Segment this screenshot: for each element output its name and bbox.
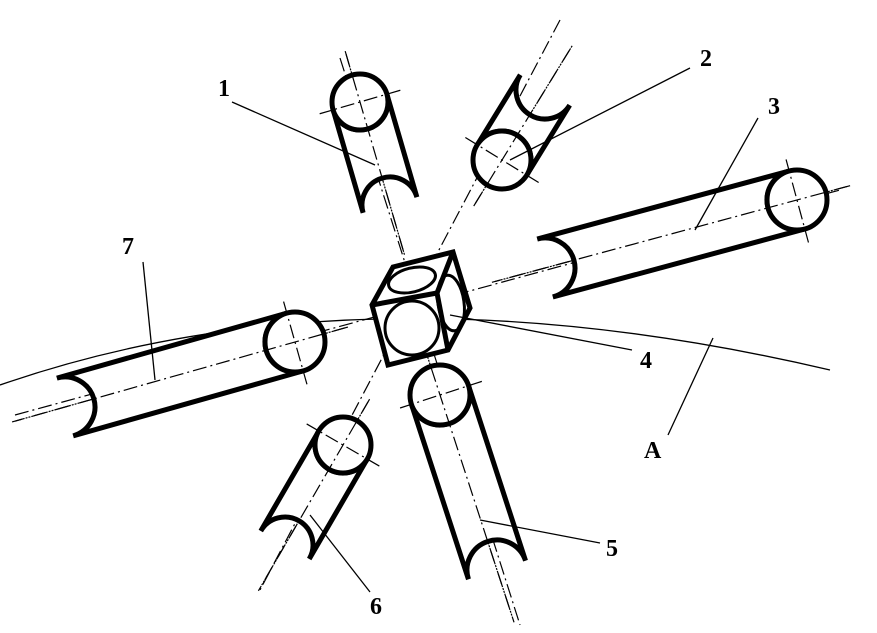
cylinder-1 <box>319 53 420 254</box>
leader-line-2 <box>509 67 691 161</box>
cube-outline <box>369 248 473 369</box>
cube-front-circle <box>383 299 441 357</box>
cylinder-centerline <box>259 401 369 589</box>
leader-line-5 <box>479 519 601 544</box>
cylinder-crossline <box>282 299 308 385</box>
cylinder-7 <box>14 299 346 439</box>
label-2: 2 <box>700 46 712 72</box>
cylinder-centerline <box>14 327 346 422</box>
cylinder-centerline <box>345 53 405 254</box>
leader-line-A <box>667 337 714 436</box>
label-1: 1 <box>218 76 230 102</box>
cylinder-3 <box>494 157 848 300</box>
label-7: 7 <box>122 234 134 260</box>
cylinder-5 <box>397 345 528 620</box>
cylinder-centerline <box>423 345 514 620</box>
cylinder-crossline <box>306 423 380 467</box>
cube-side-circle <box>436 273 466 333</box>
leader-line-3 <box>694 117 759 231</box>
cylinder-crossline <box>465 136 539 184</box>
cylinder-centerline <box>494 185 848 283</box>
leader-line-4 <box>449 314 633 351</box>
cube-top-circle <box>387 265 437 295</box>
label-6: 6 <box>370 594 382 620</box>
leader-line-1 <box>231 101 376 166</box>
cylinder-centerline <box>474 46 573 204</box>
label-3: 3 <box>768 94 780 120</box>
cylinder-crossline <box>319 89 401 115</box>
cylinder-2 <box>465 46 573 204</box>
leader-line-6 <box>309 514 371 593</box>
label-4: 4 <box>640 348 652 374</box>
cylinder-6 <box>258 401 380 589</box>
label-5: 5 <box>606 536 618 562</box>
cube-4 <box>369 248 473 369</box>
leader-line-7 <box>142 261 156 381</box>
cylinder-crossline <box>397 380 483 410</box>
cylinder-crossline <box>784 157 810 243</box>
cylinder-body <box>536 168 806 300</box>
label-A: A <box>644 438 662 464</box>
